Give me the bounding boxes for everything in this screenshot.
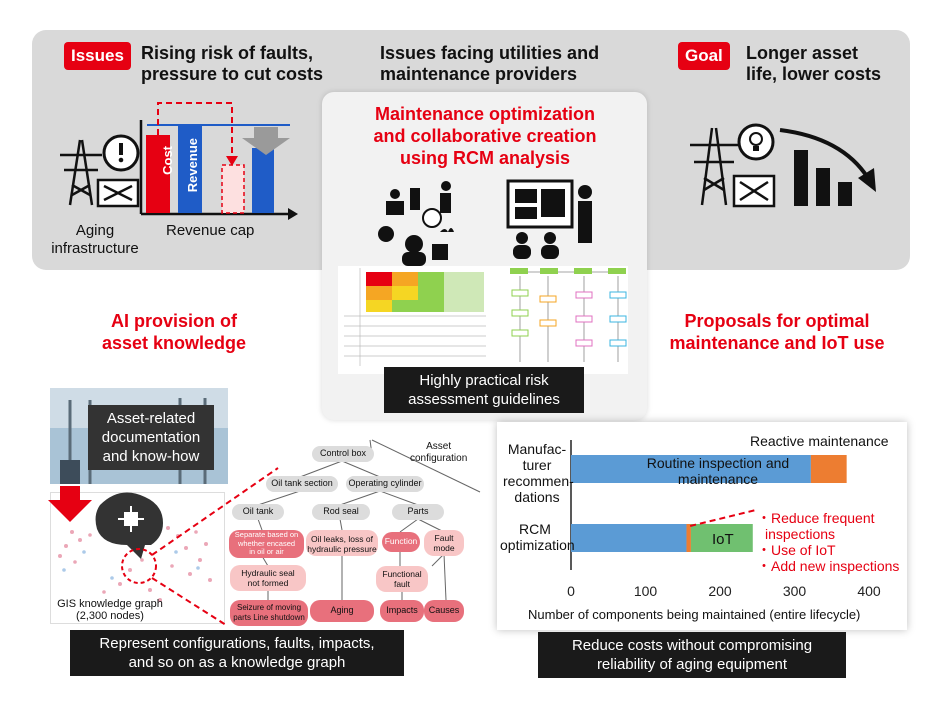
- rcm-title-line-2: and collaborative creation: [373, 126, 597, 146]
- proposals-title-line-1: Proposals for optimal: [684, 311, 870, 331]
- revenue-bar-label: Revenue: [185, 138, 200, 193]
- rcm-title-line-1: Maintenance optimization: [374, 104, 596, 124]
- annotation-inspections: inspections: [765, 526, 836, 542]
- center-header-line-2: maintenance providers: [380, 64, 578, 84]
- chart-caption: Reduce costs without compromising reliab…: [538, 632, 846, 678]
- annotation-iot: ・Use of IoT: [757, 542, 836, 558]
- ai-title-line-2: asset knowledge: [101, 333, 247, 353]
- kg-fault-mode-line-1: Fault: [434, 533, 454, 543]
- asset-doc-line-2: documentation: [101, 429, 201, 446]
- category-manufacturer-line-4: dations: [514, 489, 560, 505]
- risk-caption-line-2: assessment guidelines: [408, 391, 560, 408]
- kg-node-seizure: Seizure of moving parts Line shutdown: [230, 603, 308, 623]
- kg-hydraulic-line-2: not formed: [247, 578, 289, 588]
- asset-configuration-label: Asset configuration: [410, 441, 467, 465]
- category-manufacturer-line-1: Manufac-: [507, 441, 567, 457]
- kg-node-separate: Separate based on whether encased in oil…: [229, 530, 304, 557]
- kg-node-oil-tank-section: Oil tank section: [271, 478, 333, 488]
- aging-label-line-2: infrastructure: [51, 240, 139, 257]
- goal-badge: Goal: [678, 42, 730, 70]
- gis-label-line-2: (2,300 nodes): [76, 610, 144, 622]
- kg-seizure-line-1: Seizure of moving: [236, 603, 302, 612]
- goal-title: Longer asset life, lower costs: [746, 43, 881, 85]
- issues-title-line-1: Rising risk of faults,: [141, 43, 314, 63]
- issues-title-line-2: pressure to cut costs: [141, 64, 324, 84]
- kg-separate-line-2: whether encased: [237, 538, 296, 548]
- kg-node-oil-tank: Oil tank: [242, 506, 274, 516]
- category-rcm-line-2: optimization: [500, 537, 575, 553]
- rcm-title-line-3: using RCM analysis: [399, 148, 571, 168]
- routine-label-line-1: Routine inspection and: [646, 455, 790, 471]
- kg-node-aging: Aging: [330, 605, 354, 615]
- kg-node-oil-leaks: Oil leaks, loss of hydraulic pressure: [306, 534, 378, 554]
- asset-config-line-2: configuration: [410, 453, 468, 464]
- kg-separate-line-3: in oil or air: [249, 547, 284, 556]
- proposals-title: Proposals for optimal maintenance and Io…: [666, 310, 888, 354]
- issues-badge: Issues: [64, 42, 131, 70]
- gis-label: GIS knowledge graph (2,300 nodes): [55, 598, 165, 622]
- category-manufacturer-line-3: recommen-: [503, 473, 574, 489]
- category-rcm-line-1: RCM: [519, 521, 551, 537]
- risk-guidelines-caption: Highly practical risk assessment guideli…: [384, 367, 584, 413]
- kg-caption-line-2: and so on as a knowledge graph: [128, 654, 346, 671]
- kg-fault-mode-line-2: mode: [433, 543, 455, 553]
- kg-functional-line-2: fault: [393, 579, 411, 589]
- kg-caption: Represent configurations, faults, impact…: [70, 630, 404, 676]
- rcm-title: Maintenance optimization and collaborati…: [330, 103, 640, 169]
- asset-doc-note: Asset-related documentation and know-how: [88, 405, 214, 470]
- kg-oil-leaks-line-1: Oil leaks, loss of: [311, 534, 373, 544]
- iot-series-label: IoT: [712, 531, 734, 548]
- revenue-cap-label: Revenue cap: [166, 222, 255, 239]
- kg-hydraulic-line-1: Hydraulic seal: [241, 568, 295, 578]
- category-label-rcm: RCM optimization: [500, 521, 575, 553]
- chart-caption-line-1: Reduce costs without compromising: [571, 637, 813, 654]
- routine-label-line-2: maintenance: [677, 471, 759, 487]
- kg-node-hydraulic-seal: Hydraulic seal not formed: [230, 568, 306, 588]
- kg-oil-leaks-line-2: hydraulic pressure: [307, 544, 377, 554]
- asset-doc-line-3: and know-how: [102, 448, 200, 465]
- risk-caption-line-1: Highly practical risk: [419, 372, 549, 389]
- center-header-line-1: Issues facing utilities and: [380, 43, 600, 63]
- kg-seizure-line-2: parts Line shutdown: [233, 613, 305, 622]
- kg-node-function: Function: [384, 536, 418, 546]
- center-header: Issues facing utilities and maintenance …: [380, 43, 599, 85]
- gis-label-line-1: GIS knowledge graph: [57, 598, 163, 610]
- kg-node-impacts: Impacts: [386, 605, 418, 615]
- kg-separate-line-1: Separate based on: [234, 530, 299, 539]
- routine-series-label: Routine inspection and maintenance: [628, 455, 808, 487]
- category-manufacturer-line-2: turer: [522, 457, 552, 473]
- x-axis-label: Number of components being maintained (e…: [528, 607, 861, 622]
- ai-title-line-1: AI provision of: [111, 311, 237, 331]
- asset-config-line-1: Asset: [426, 441, 452, 452]
- kg-node-operating-cylinder: Operating cylinder: [348, 478, 422, 488]
- aging-label-line-1: Aging: [75, 222, 115, 239]
- kg-caption-line-1: Represent configurations, faults, impact…: [99, 635, 375, 652]
- kg-node-parts: Parts: [407, 506, 429, 516]
- chart-caption-line-2: reliability of aging equipment: [596, 656, 788, 673]
- proposals-title-line-2: maintenance and IoT use: [669, 333, 885, 353]
- kg-node-functional-fault: Functional fault: [376, 569, 428, 589]
- cost-bar-label: Cost: [160, 146, 175, 175]
- kg-functional-line-1: Functional: [382, 569, 422, 579]
- goal-title-line-2: life, lower costs: [746, 64, 882, 84]
- annotation-reduce: ・Reduce frequent: [757, 510, 875, 526]
- ai-provision-title: AI provision of asset knowledge: [88, 310, 260, 354]
- aging-infrastructure-label: Aging infrastructure: [48, 222, 142, 258]
- asset-doc-line-1: Asset-related: [106, 410, 196, 427]
- issues-title: Rising risk of faults, pressure to cut c…: [141, 43, 323, 85]
- kg-node-causes: Causes: [428, 605, 460, 615]
- goal-title-line-1: Longer asset: [746, 43, 859, 63]
- category-label-manufacturer: Manufac- turer recommen- dations: [503, 441, 574, 505]
- annotation-add: ・Add new inspections: [757, 558, 900, 574]
- reactive-series-label: Reactive maintenance: [750, 433, 889, 449]
- kg-node-control-box: Control box: [319, 448, 367, 458]
- kg-node-fault-mode: Fault mode: [424, 533, 464, 553]
- kg-node-rod-seal: Rod seal: [323, 506, 359, 516]
- rcm-annotations: ・Reduce frequent inspections ・Use of IoT…: [757, 510, 899, 574]
